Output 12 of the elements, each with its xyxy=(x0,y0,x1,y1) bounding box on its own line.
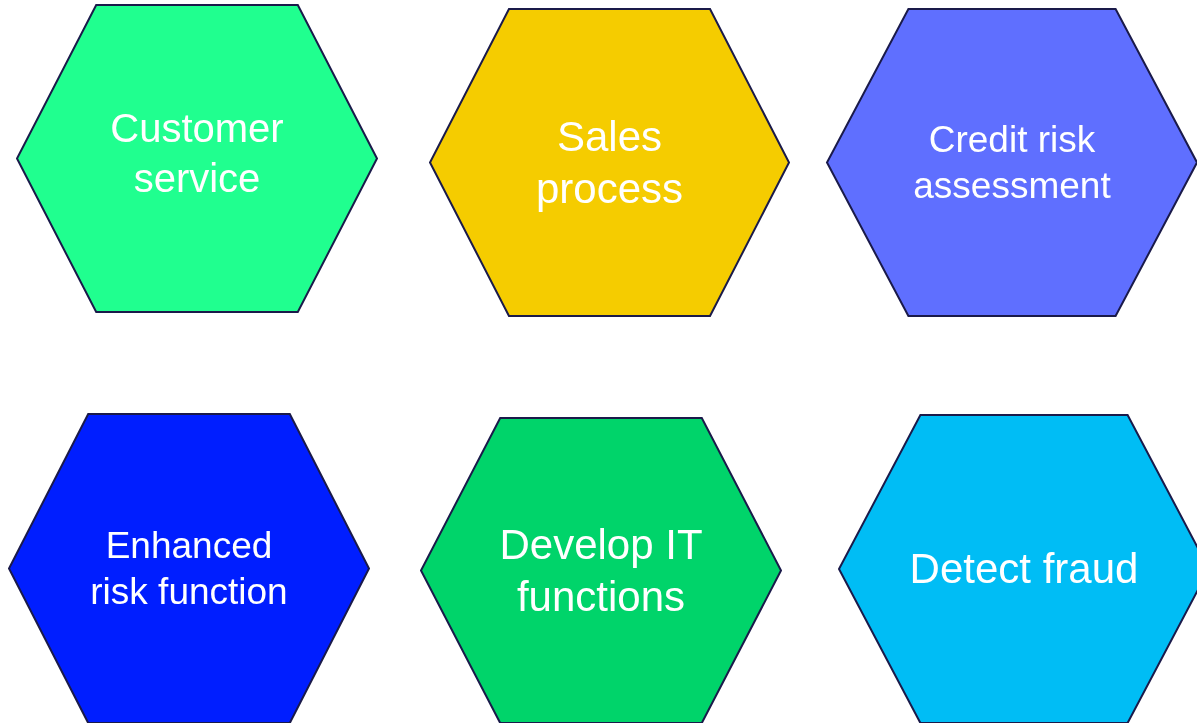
node-label: Sales process xyxy=(534,111,685,214)
node-label: Customer service xyxy=(109,104,285,202)
node-label: Develop IT functions xyxy=(498,519,704,622)
hexagon-node xyxy=(430,9,789,316)
hexagon-node xyxy=(9,414,369,723)
node-label: Credit risk assessment xyxy=(912,117,1112,208)
hexagon-node xyxy=(827,9,1197,316)
hexagon-node xyxy=(421,418,781,723)
hexagon-node xyxy=(17,5,377,312)
hexagon-node xyxy=(839,415,1197,723)
node-label: Enhanced risk function xyxy=(89,523,289,614)
node-label: Detect fraud xyxy=(908,543,1140,594)
